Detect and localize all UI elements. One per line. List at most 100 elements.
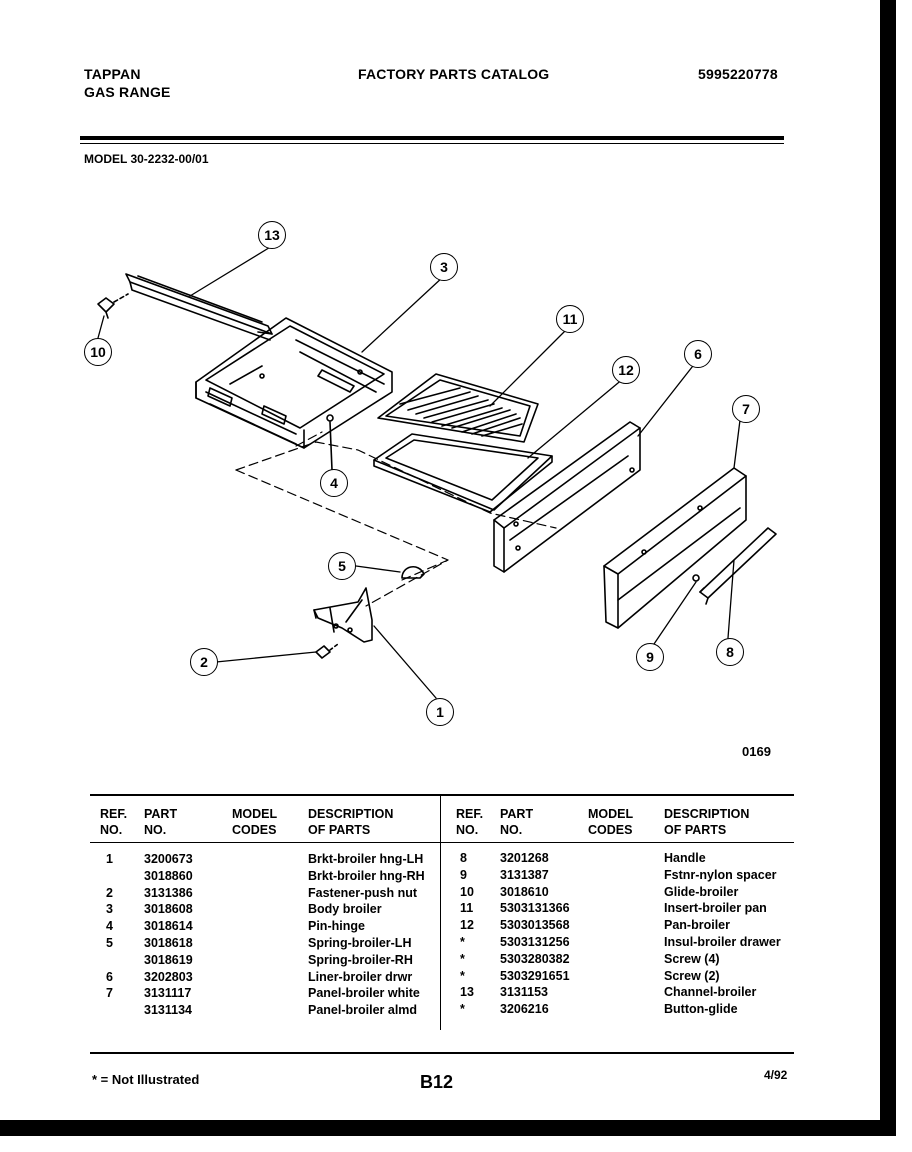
- cell-part: 3131387: [500, 867, 549, 882]
- cell-desc: Insul-broiler drawer: [664, 934, 781, 949]
- cell-part: 5303013568: [500, 918, 570, 933]
- callout-5: 5: [328, 552, 356, 580]
- table-row: * 5303131256 Insul-broiler drawer: [460, 935, 804, 952]
- callout-6: 6: [684, 340, 712, 368]
- callout-2: 2: [190, 648, 218, 676]
- cell-desc: Spring-broiler-RH: [308, 952, 413, 967]
- cell-ref: 13: [460, 985, 474, 1000]
- cell-desc: Screw (2): [664, 968, 720, 983]
- cell-ref: 5: [106, 935, 113, 950]
- cell-desc: Channel-broiler: [664, 985, 757, 1000]
- page-number: B12: [420, 1072, 454, 1092]
- table-bottom-rule: [90, 1052, 794, 1054]
- not-illustrated-note: * = Not Illustrated: [92, 1072, 200, 1087]
- cell-codes: [588, 935, 664, 952]
- cell-codes: [232, 970, 308, 987]
- body-broiler-part: [195, 317, 393, 449]
- table-row: 3131134 Panel-broiler almd: [106, 1003, 448, 1020]
- cell-part: 3201268: [500, 851, 549, 865]
- cell-ref: *: [460, 934, 465, 949]
- cell-desc: Insert-broiler pan: [664, 901, 767, 916]
- cell-ref: 11: [460, 901, 474, 916]
- cell-codes: [588, 985, 664, 1002]
- col-ref-header-right: REF.NO.: [456, 807, 484, 837]
- header-rule: [80, 136, 784, 140]
- leader-lines: [97, 245, 741, 699]
- callout-12: 12: [612, 356, 640, 384]
- cell-part: 3018614: [144, 919, 193, 934]
- callout-4: 4: [320, 469, 348, 497]
- cell-desc: Pan-broiler: [664, 918, 730, 933]
- spring-broiler-part: [401, 566, 425, 579]
- revision-date: 4/92: [764, 1068, 788, 1082]
- catalog-number: 5995220778: [698, 66, 778, 82]
- table-divider: [440, 796, 441, 1030]
- cell-ref: *: [460, 1002, 465, 1017]
- cell-codes: [232, 986, 308, 1003]
- cell-codes: [588, 868, 664, 885]
- cell-part: 3202803: [144, 969, 193, 984]
- cell-codes: [232, 852, 308, 869]
- cell-part: 3131134: [144, 1003, 192, 1018]
- brand-name: TAPPAN: [84, 66, 141, 82]
- pan-broiler-part: [373, 433, 553, 513]
- table-header-rule: [90, 842, 794, 843]
- cell-desc: Brkt-broiler hng-LH: [308, 852, 424, 866]
- cell-codes: [588, 901, 664, 918]
- cell-codes: [588, 851, 664, 868]
- cell-ref: [106, 1003, 144, 1020]
- handle-part: [699, 527, 777, 605]
- callout-1: 1: [426, 698, 454, 726]
- liner-broiler-drawer-part: [493, 421, 641, 573]
- cell-ref: [106, 869, 144, 886]
- cell-part: 3131117: [144, 986, 192, 1001]
- cell-desc: Glide-broiler: [664, 884, 739, 899]
- table-row: 8 3201268 Handle: [460, 851, 804, 868]
- callout-7: 7: [732, 395, 760, 423]
- cell-desc: Liner-broiler drwr: [308, 969, 413, 984]
- cell-part: 5303131256: [500, 934, 570, 949]
- dashed-outline: [235, 431, 557, 607]
- product-name: GAS RANGE: [84, 84, 171, 100]
- cell-ref: 7: [106, 986, 113, 1001]
- push-nut-part: [315, 643, 339, 659]
- callout-9: 9: [636, 643, 664, 671]
- nylon-spacer-part: [692, 574, 700, 582]
- glide-broiler-part: [97, 293, 129, 319]
- cell-codes: [232, 886, 308, 903]
- cell-ref: *: [460, 951, 465, 966]
- callout-8: 8: [716, 638, 744, 666]
- cell-part: 5303291651: [500, 968, 570, 983]
- cell-codes: [588, 918, 664, 935]
- cell-codes: [588, 952, 664, 969]
- cell-desc: Brkt-broiler hng-RH: [308, 868, 425, 883]
- cell-desc: Panel-broiler almd: [308, 1003, 418, 1018]
- callout-13: 13: [258, 221, 286, 249]
- cell-desc: Handle: [664, 851, 706, 865]
- cell-part: 5303280382: [500, 951, 570, 966]
- header-rule-thin: [80, 143, 784, 144]
- cell-desc: Button-glide: [664, 1002, 738, 1017]
- catalog-title: FACTORY PARTS CATALOG: [358, 66, 550, 82]
- pin-hinge-part: [326, 414, 334, 471]
- cell-codes: [588, 1002, 664, 1019]
- cell-codes: [232, 902, 308, 919]
- panel-broiler-part: [603, 467, 747, 629]
- cell-ref: 8: [460, 851, 467, 865]
